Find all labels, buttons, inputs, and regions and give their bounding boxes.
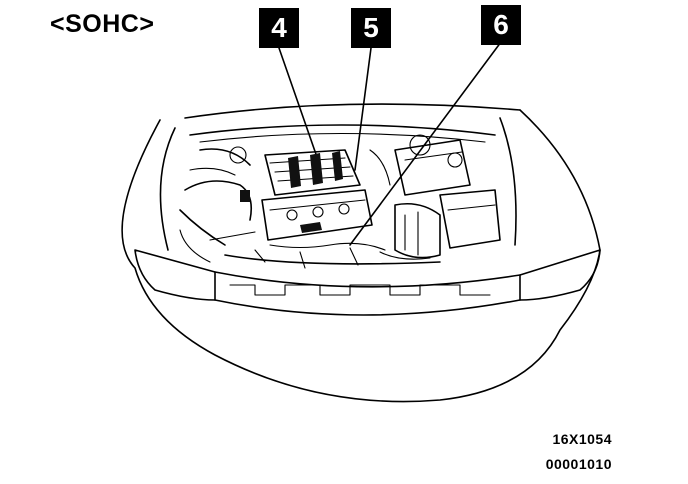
intake-manifold (264, 149, 361, 196)
callout-6: 6 (481, 5, 521, 45)
engine-lower-details (254, 242, 431, 269)
callout-5: 5 (351, 8, 391, 48)
leader-line-6 (349, 41, 502, 246)
leader-line-5 (354, 47, 372, 171)
document-code: 00001010 (545, 456, 612, 472)
valve-cover (261, 189, 373, 241)
air-cleaner-battery (369, 134, 501, 259)
figure-code: 16X1054 (552, 431, 612, 447)
radiator-support (189, 124, 496, 265)
front-bumper (134, 249, 601, 316)
car-body-outline (121, 103, 601, 403)
engine-type-label: <SOHC> (50, 10, 155, 38)
left-hoses (179, 146, 256, 263)
leader-line-4 (278, 47, 319, 161)
callout-4: 4 (259, 8, 299, 48)
